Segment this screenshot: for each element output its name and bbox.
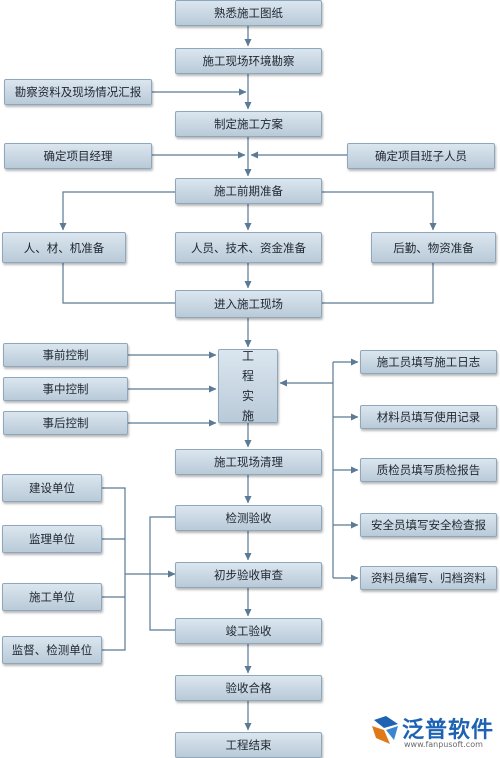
node-pre-control: 事前控制 — [3, 343, 128, 367]
node-implementation: 工 程 实 施 — [218, 349, 278, 423]
node-enter-site: 进入施工现场 — [175, 290, 322, 318]
node-owner-unit: 建设单位 — [2, 474, 102, 502]
node-safety-staff: 安全员填写安全检查报 — [360, 513, 497, 537]
impl-char-3: 实 — [241, 389, 254, 403]
node-data-staff: 资料员编写、归档资料 — [360, 566, 497, 590]
node-logistics: 后勤、物资准备 — [371, 232, 496, 263]
node-mid-control: 事中控制 — [3, 377, 128, 401]
node-preliminary-review: 初步验收审查 — [175, 562, 322, 588]
node-construction-plan: 制定施工方案 — [175, 111, 322, 137]
node-familiar-drawings: 熟悉施工图纸 — [175, 0, 322, 26]
impl-char-2: 程 — [241, 369, 254, 383]
node-acceptance-passed: 验收合格 — [175, 675, 322, 701]
node-project-end: 工程结束 — [175, 732, 322, 758]
node-team-members: 确定项目班子人员 — [347, 143, 495, 169]
logo-url: www.fanpusoft.com — [404, 740, 483, 749]
node-site-survey: 施工现场环境勘察 — [175, 48, 322, 74]
fanpu-logo-icon — [372, 716, 398, 744]
node-survey-report: 勘察资料及现场情况汇报 — [4, 79, 152, 105]
node-staff-tech-fund: 人员、技术、资金准备 — [175, 232, 322, 263]
node-supervision-testing-unit: 监督、检测单位 — [2, 636, 102, 664]
fanpu-logo: 泛普软件 www.fanpusoft.com — [366, 710, 498, 754]
node-site-cleanup: 施工现场清理 — [175, 449, 322, 475]
node-inspection: 检测验收 — [175, 505, 322, 531]
node-people-material-machine: 人、材、机准备 — [2, 232, 126, 263]
node-post-control: 事后控制 — [3, 411, 128, 435]
node-project-manager: 确定项目经理 — [4, 143, 152, 169]
node-pre-preparation: 施工前期准备 — [175, 178, 322, 204]
node-supervision-unit: 监理单位 — [2, 525, 102, 553]
node-quality-staff: 质检员填写质检报告 — [360, 458, 497, 482]
node-construction-unit: 施工单位 — [2, 583, 102, 611]
impl-char-4: 施 — [241, 409, 254, 423]
node-completion-acceptance: 竣工验收 — [175, 618, 322, 644]
logo-name: 泛普软件 — [402, 718, 495, 743]
node-log-staff: 施工员填写施工日志 — [360, 350, 497, 374]
node-material-staff: 材料员填写使用记录 — [360, 405, 497, 429]
impl-char-1: 工 — [241, 349, 254, 363]
